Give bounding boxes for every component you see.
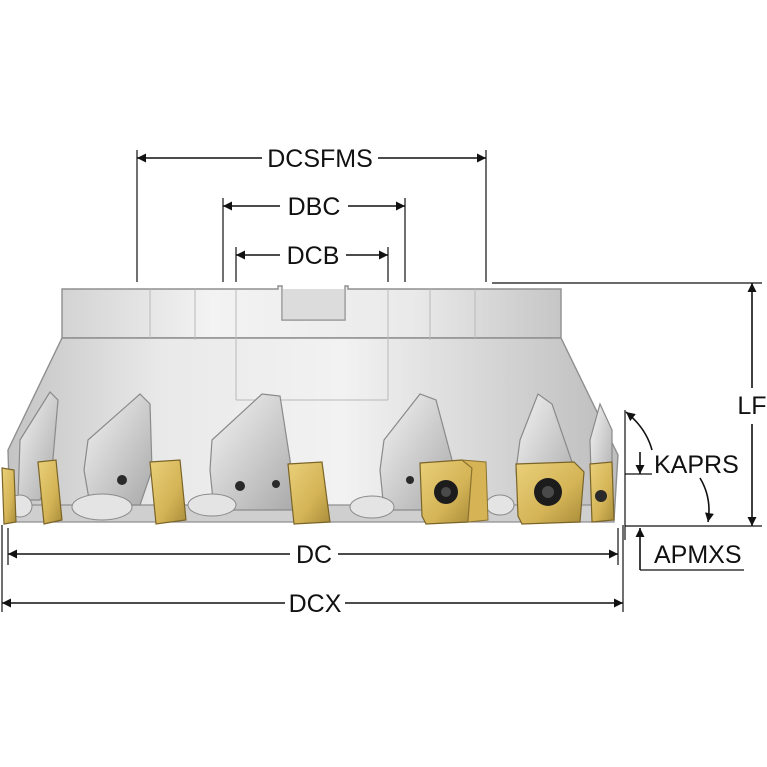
label-lf: LF [737,392,766,420]
insert [37,459,63,525]
label-dcb: DCB [287,242,340,270]
inserts [1,459,615,525]
insert [1,467,17,525]
dimensions: DCSFMS DBC DCB LF KAPRS APMXS [1,145,767,618]
screw-hole [406,476,414,484]
chip-blob [349,495,395,519]
label-apmxs: APMXS [654,541,742,569]
label-dcsfms: DCSFMS [267,145,373,173]
label-dcx: DCX [289,590,342,618]
insert-front-right [515,461,585,525]
chip-pocket [83,393,153,506]
insert [149,459,187,525]
insert [287,461,331,525]
chip-blob [187,493,237,517]
label-dc: DC [296,541,332,569]
screw-hole [235,481,245,491]
label-dbc: DBC [288,193,341,221]
insert-front [419,459,489,525]
screw-hole [272,480,280,488]
screw-hole [595,490,607,502]
chip-blob [485,494,515,516]
screw-hole [117,475,127,485]
label-kaprs: KAPRS [654,451,739,479]
chip-blob [71,493,133,521]
keyway-slot [281,289,346,321]
